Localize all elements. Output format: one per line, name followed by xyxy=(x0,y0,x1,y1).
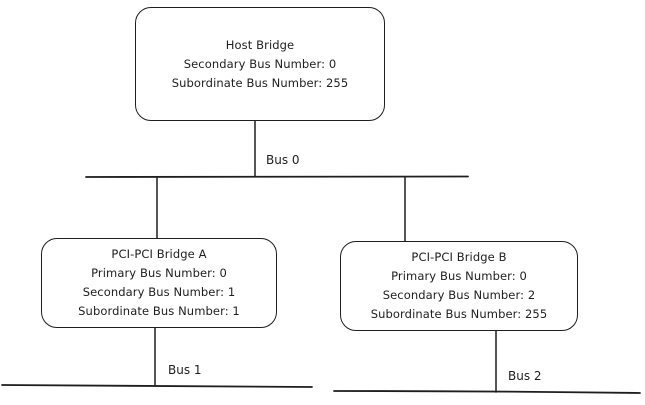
bus-0-label: Bus 0 xyxy=(266,153,300,167)
pci-bridge-a-secondary-bus: Secondary Bus Number: 1 xyxy=(82,285,236,299)
pci-bridge-a-primary-bus: Primary Bus Number: 0 xyxy=(91,266,227,280)
pci-bridge-b-subordinate-bus: Subordinate Bus Number: 255 xyxy=(370,307,548,321)
host-bridge-subordinate-bus: Subordinate Bus Number: 255 xyxy=(171,75,349,90)
pci-bridge-a-box: PCI-PCI Bridge A Primary Bus Number: 0 S… xyxy=(41,238,277,328)
host-bridge-box: Host Bridge Secondary Bus Number: 0 Subo… xyxy=(135,7,385,121)
host-bridge-title: Host Bridge xyxy=(225,37,295,52)
bus-1-line xyxy=(1,384,313,388)
pci-bridge-b-box: PCI-PCI Bridge B Primary Bus Number: 0 S… xyxy=(340,241,578,331)
pci-bridge-b-title: PCI-PCI Bridge B xyxy=(411,250,507,264)
bus-1-label: Bus 1 xyxy=(168,363,202,377)
pci-bridge-b-primary-bus: Primary Bus Number: 0 xyxy=(391,269,527,283)
pci-bridge-a-subordinate-bus: Subordinate Bus Number: 1 xyxy=(78,304,240,318)
bus-0-line xyxy=(85,175,469,178)
bus-2-label: Bus 2 xyxy=(508,369,542,383)
pci-bridge-a-title: PCI-PCI Bridge A xyxy=(111,247,207,261)
host-bridge-secondary-bus: Secondary Bus Number: 0 xyxy=(183,56,337,71)
bus-2-line xyxy=(333,390,641,394)
pci-bridge-b-secondary-bus: Secondary Bus Number: 2 xyxy=(382,288,536,302)
